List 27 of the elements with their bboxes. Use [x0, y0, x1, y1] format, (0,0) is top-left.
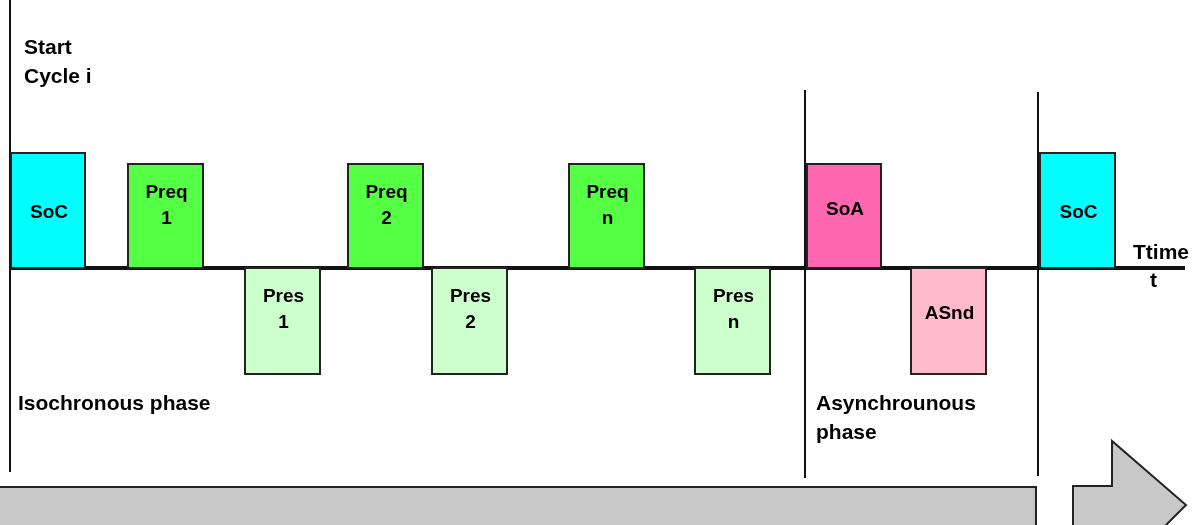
text-label: Asynchrounous phase [816, 390, 977, 446]
text-label: Ttime [1133, 239, 1189, 265]
frame-box [910, 267, 987, 375]
frame-label: SoC [29, 200, 69, 224]
frame-label: Pres n [711, 284, 756, 334]
text-label: Start Cycle i [24, 34, 93, 90]
frame-box [568, 163, 645, 269]
frame-label: Preq 1 [144, 180, 189, 230]
frame-label: ASnd [923, 301, 976, 325]
frame-label: Preq 2 [364, 180, 409, 230]
text-label: t [1150, 267, 1157, 293]
frame-box [127, 163, 204, 269]
frame-label: Pres 2 [448, 284, 493, 334]
frame-label: Pres 1 [261, 284, 306, 334]
frame-label: SoC [1058, 200, 1099, 224]
frame-box [244, 267, 321, 375]
text-label: Isochronous phase [18, 390, 211, 416]
frame-box [806, 163, 882, 269]
frame-box [694, 267, 771, 375]
cycle-bar [0, 486, 1037, 525]
block-arrow [1072, 438, 1188, 525]
frame-box [10, 152, 86, 269]
frame-box [431, 267, 508, 375]
frame-box [1039, 152, 1116, 269]
frame-label: Preq n [585, 180, 630, 230]
frame-label: SoA [825, 197, 865, 221]
frame-box [347, 163, 424, 269]
